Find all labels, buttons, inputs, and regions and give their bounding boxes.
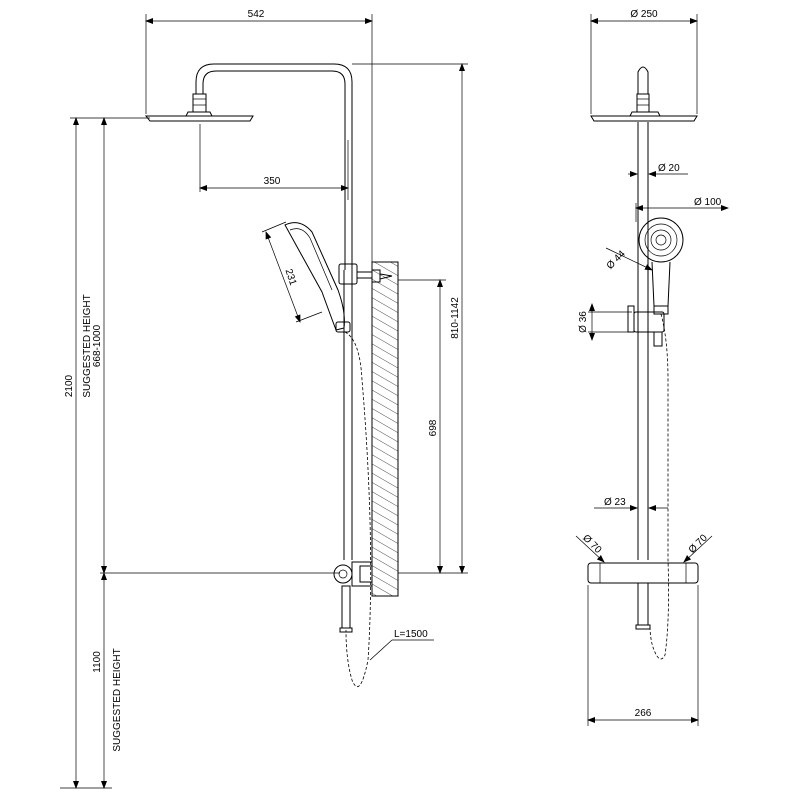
dim-dia-44-label: Ø 44 [605,248,628,271]
dim-542-label: 542 [248,9,265,20]
suggested-height-label-2: SUGGESTED HEIGHT [112,648,123,751]
dim-2100: 2100 [60,117,150,789]
dim-698-label: 698 [428,419,439,436]
front-shower-head [590,66,698,122]
dim-hose-length: L=1500 [369,629,434,661]
dim-350-label: 350 [264,176,281,187]
dim-dia-70-right-label: Ø 70 [687,532,710,555]
dim-231-label: 231 [283,268,299,288]
dim-266: 266 [587,585,699,726]
dim-810-1142-label: 810-1142 [450,297,461,339]
dim-dia-100: Ø 100 [635,197,729,222]
side-mixer [333,561,373,633]
side-view: 542 350 231 810-1142 698 [60,9,468,789]
front-riser [637,122,649,560]
dim-dia-23-label: Ø 23 [604,497,626,508]
dim-1100-label: 1100 [92,651,103,673]
dim-266-label: 266 [635,708,652,719]
dim-dia-20-label: Ø 20 [658,163,680,174]
dim-dia-23: Ø 23 [594,497,668,511]
dim-1100: 1100 SUGGESTED HEIGHT [92,572,123,789]
dim-dia-250-label: Ø 250 [630,9,658,20]
front-mixer [587,562,699,630]
dim-231: 231 [261,221,323,323]
front-hose [649,313,669,660]
side-hand-shower [284,222,351,333]
dim-dia-70-left-label: Ø 70 [580,533,603,556]
dim-2100-label: 2100 [64,374,75,397]
suggested-range-label: 668-1000 [92,324,103,367]
dim-dia-20: Ø 20 [628,163,688,177]
dim-hose-length-label: L=1500 [394,629,428,640]
front-hand-shower [638,217,684,315]
suggested-height-label-1: SUGGESTED HEIGHT [82,294,93,397]
dim-810-1142: 810-1142 [352,63,468,574]
side-arm-pipe [195,63,353,270]
side-wall [371,261,399,597]
side-hose [344,331,372,687]
side-shower-head [144,93,254,122]
dim-542: 542 [145,9,373,262]
dim-dia-36-label: Ø 36 [578,311,589,333]
dim-dia-70-left: Ø 70 [575,533,605,563]
dim-350: 350 [199,124,349,192]
front-view: Ø 250 Ø 20 Ø 100 Ø 44 Ø 36 [575,9,729,726]
dim-dia-250: Ø 250 [590,9,698,114]
dim-668-1000: SUGGESTED HEIGHT 668-1000 [82,117,340,574]
dim-dia-70-right: Ø 70 [683,532,713,563]
front-slide-bracket [627,305,665,347]
dim-dia-100-label: Ø 100 [694,197,722,208]
dim-dia-36: Ø 36 [578,303,632,341]
dim-dia-44: Ø 44 [605,247,653,272]
dim-698: 698 [398,279,446,574]
